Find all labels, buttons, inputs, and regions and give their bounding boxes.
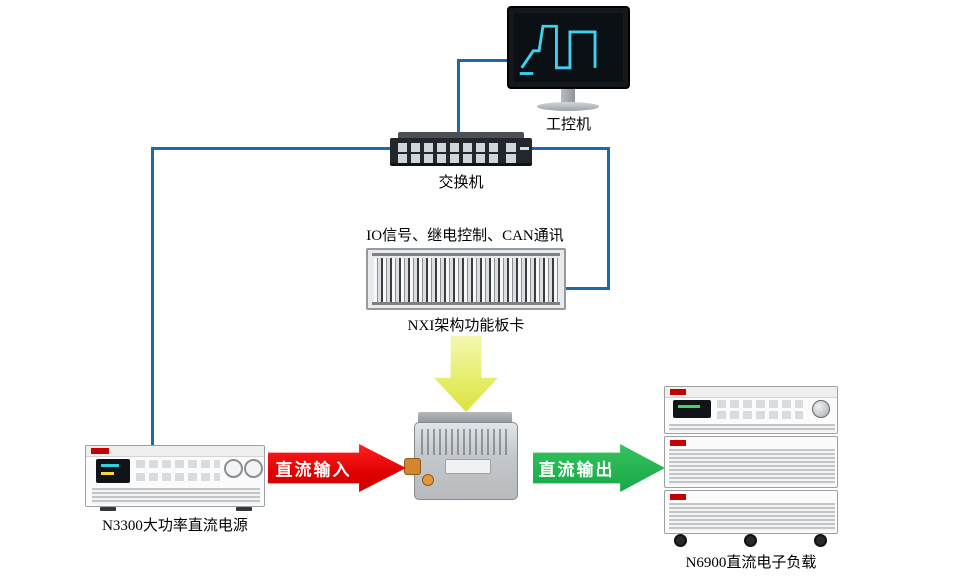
dc-input-arrow: 直流输入 xyxy=(268,444,406,492)
psu-display-readout1 xyxy=(101,464,119,467)
rack-rail-bottom xyxy=(372,302,560,305)
cable-switch-to-psu-vertical xyxy=(151,147,154,450)
nxi-caption: IO信号、继电控制、CAN通讯 xyxy=(366,228,564,244)
caster-wheel-right xyxy=(814,534,827,547)
load-unit-bottom xyxy=(664,490,838,534)
psu-buttons-row2 xyxy=(136,473,220,481)
psu-output-socket1 xyxy=(224,459,243,478)
load-unit-top xyxy=(664,386,838,434)
psu-vents xyxy=(92,488,260,504)
switch-uplink-port1 xyxy=(506,143,516,152)
dut-mounting-bracket xyxy=(418,412,512,424)
psu-top-strip xyxy=(86,446,264,457)
load-display xyxy=(673,400,711,418)
dut-round-connector xyxy=(422,474,434,486)
card-slots xyxy=(374,258,558,302)
label-load: N6900直流电子负载 xyxy=(685,555,817,571)
nxi-chassis xyxy=(366,248,566,310)
dc-input-label: 直流输入 xyxy=(275,460,352,480)
load-unit1-vents xyxy=(669,424,835,432)
psu-foot-left xyxy=(100,507,116,511)
psu-brand-logo xyxy=(91,448,109,454)
load-unit2-vents xyxy=(669,449,835,485)
switch-ports-row1 xyxy=(398,143,502,152)
dut-converter xyxy=(404,412,526,504)
electronic-load-n6900 xyxy=(664,386,838,548)
psu-display xyxy=(96,459,130,483)
cable-switch-to-psu-horizontal xyxy=(151,147,392,150)
cable-switch-to-nxi-vertical xyxy=(607,147,610,290)
dut-body xyxy=(414,422,518,500)
cable-pc-to-switch-vertical xyxy=(457,59,460,141)
dc-output-arrow: 直流输出 xyxy=(533,444,665,492)
industrial-pc-monitor xyxy=(507,6,630,89)
dc-connector-icon xyxy=(404,458,421,475)
label-psu: N3300大功率直流电源 xyxy=(102,518,248,534)
label-switch: 交换机 xyxy=(438,175,484,191)
psu-display-readout2 xyxy=(101,472,114,475)
load-top-strip xyxy=(665,387,837,398)
dc-output-label: 直流输出 xyxy=(538,460,615,480)
load-buttons-row1 xyxy=(717,400,803,408)
caster-wheel-center xyxy=(744,534,757,547)
ethernet-switch xyxy=(390,138,532,166)
switch-ports-row2 xyxy=(398,154,502,163)
monitor-stand xyxy=(561,89,575,103)
load-brand-logo2 xyxy=(670,440,686,446)
switch-top-face xyxy=(398,132,524,140)
psu-output-socket2 xyxy=(244,459,263,478)
power-supply-n3300 xyxy=(85,445,265,507)
switch-uplink-port2 xyxy=(506,154,516,163)
monitor-screen xyxy=(514,13,623,82)
load-knob xyxy=(812,400,830,418)
rack-rail-top xyxy=(372,253,560,256)
load-brand-logo3 xyxy=(670,494,686,500)
load-buttons-row2 xyxy=(717,411,803,419)
waveform-chart-icon xyxy=(519,24,597,75)
load-brand-logo1 xyxy=(670,389,686,395)
psu-buttons-row1 xyxy=(136,460,220,468)
psu-foot-right xyxy=(236,507,252,511)
load-unit3-vents xyxy=(669,503,835,531)
load-display-readout xyxy=(678,405,700,408)
switch-logo xyxy=(520,147,529,150)
label-nxi: NXI架构功能板卡 xyxy=(407,318,525,334)
control-arrow-down-icon xyxy=(434,336,498,412)
dut-label-plate xyxy=(445,459,491,474)
cable-switch-to-nxi-horizontal xyxy=(529,147,610,150)
cable-pc-to-switch-horizontal xyxy=(457,59,509,62)
monitor-base xyxy=(537,102,599,111)
dut-cooling-fins xyxy=(421,429,511,455)
caster-wheel-left xyxy=(674,534,687,547)
label-industrial-pc: 工控机 xyxy=(545,117,591,133)
load-unit-middle xyxy=(664,436,838,488)
cable-nxi-stub xyxy=(563,287,610,290)
